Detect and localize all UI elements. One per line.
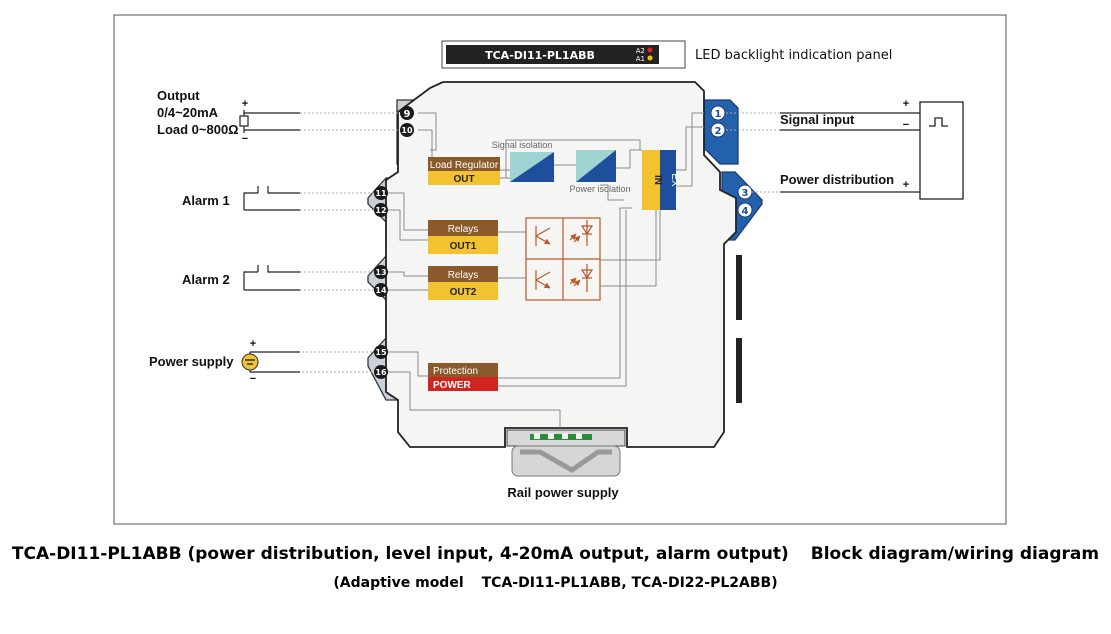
signal-plus: + — [903, 98, 909, 110]
diagram-frame — [113, 14, 1007, 525]
device-body — [385, 81, 737, 448]
led-panel-model: TCA-DI11-PL1ABB — [485, 49, 595, 62]
terminal-10 — [400, 123, 414, 137]
terminal-13-label: 13 — [375, 268, 386, 277]
relay1-title: Relays — [448, 224, 479, 235]
side-clip-lower — [736, 338, 742, 403]
terminal-1 — [710, 105, 726, 121]
external-wiring-left-solid — [243, 110, 300, 373]
right-terminal-numbers: 1 2 3 4 — [710, 105, 753, 218]
in-label: IN — [652, 175, 663, 185]
relay2-out: OUT2 — [450, 287, 477, 298]
led-a1-yellow — [647, 55, 653, 61]
led-a1-label: A1 — [636, 55, 645, 63]
terminal-14-label: 14 — [375, 286, 387, 295]
terminal-4-label: 4 — [742, 206, 749, 217]
rail-clip — [506, 429, 626, 477]
signal-isolation-label: Signal isolation — [492, 140, 553, 150]
terminal-11 — [374, 186, 388, 200]
caption-title-suffix: Block diagram/wiring diagram — [810, 544, 1100, 564]
terminal-1-label: 1 — [715, 109, 722, 120]
terminal-14 — [374, 283, 388, 297]
side-clip-upper — [736, 255, 742, 320]
load-regulator-out: OUT — [453, 174, 474, 185]
terminal-9 — [400, 106, 414, 120]
relay2-block: Relays OUT2 — [428, 266, 498, 300]
internal-wiring — [388, 112, 704, 428]
caption-title: TCA-DI11-PL1ABB (power distribution, lev… — [0, 544, 1111, 564]
terminal-15 — [374, 345, 388, 359]
terminal-3-label: 3 — [742, 188, 749, 199]
optocoupler-box — [525, 217, 601, 301]
output-range: 0/4~20mA — [157, 105, 219, 120]
external-wiring-right-solid — [780, 112, 920, 193]
signal-minus: − — [903, 119, 909, 131]
power-isolation-label: Power isolation — [569, 184, 630, 194]
terminal-12 — [374, 203, 388, 217]
load-regulator-block: Load Regulator OUT — [428, 157, 500, 185]
terminal-10-label: 10 — [401, 126, 413, 135]
caption-subtitle: (Adaptive model TCA-DI11-PL1ABB, TCA-DI22… — [0, 575, 1111, 591]
terminal-4 — [737, 202, 753, 218]
pulse-icon — [929, 117, 948, 127]
relay2-title: Relays — [448, 270, 479, 281]
output-title: Output — [157, 88, 200, 103]
relay1-out: OUT1 — [450, 241, 477, 252]
alarm1-label: Alarm 1 — [182, 193, 230, 208]
ex-label: EX — [669, 173, 680, 187]
power-plus: + — [250, 338, 256, 350]
rail-power-label: Rail power supply — [507, 485, 619, 500]
signal-isolation-block — [510, 152, 554, 182]
caption-title-main: TCA-DI11-PL1ABB (power distribution, lev… — [11, 544, 789, 564]
caption-subtitle-models: TCA-DI11-PL1ABB, TCA-DI22-PL2ABB) — [481, 575, 778, 591]
terminal-11-label: 11 — [375, 189, 387, 198]
terminal-2 — [710, 122, 726, 138]
terminal-16-label: 16 — [375, 368, 387, 377]
power-distribution-label: Power distribution — [780, 172, 894, 187]
caption-subtitle-label: (Adaptive model — [333, 575, 464, 591]
power-minus: − — [250, 373, 256, 385]
signal-input-label: Signal input — [780, 112, 855, 127]
output-plus: + — [242, 98, 248, 110]
protection-block: Protection POWER — [428, 363, 498, 391]
signal-source-box — [919, 101, 964, 200]
power-isolation-block — [576, 150, 616, 182]
protection-title: Protection — [433, 366, 478, 377]
terminal-12-label: 12 — [375, 206, 386, 215]
led-panel: TCA-DI11-PL1ABB A2 A1 — [441, 40, 686, 69]
alarm2-label: Alarm 2 — [182, 272, 230, 287]
led-panel-label: LED backlight indication panel — [695, 48, 892, 63]
output-load: Load 0~800Ω — [157, 122, 239, 137]
terminal-16 — [374, 365, 388, 379]
output-minus: − — [242, 133, 248, 145]
power-supply-icon — [241, 353, 259, 371]
protection-power: POWER — [433, 380, 472, 391]
load-resistor-icon — [239, 115, 249, 127]
load-regulator-title: Load Regulator — [430, 160, 499, 171]
led-a2-label: A2 — [636, 47, 645, 55]
terminal-15-label: 15 — [375, 348, 387, 357]
terminal-13 — [374, 265, 388, 279]
relay1-block: Relays OUT1 — [428, 220, 498, 254]
terminal-2-label: 2 — [715, 126, 722, 137]
terminal-9-label: 9 — [404, 109, 411, 120]
power-supply-label: Power supply — [149, 354, 234, 369]
distribution-plus: + — [903, 179, 909, 191]
left-terminal-numbers: 9 10 11 12 13 14 15 16 — [374, 106, 414, 379]
in-ex-block: IN EX — [642, 150, 680, 210]
external-wiring-left — [244, 112, 400, 373]
led-a2-red — [647, 47, 653, 53]
